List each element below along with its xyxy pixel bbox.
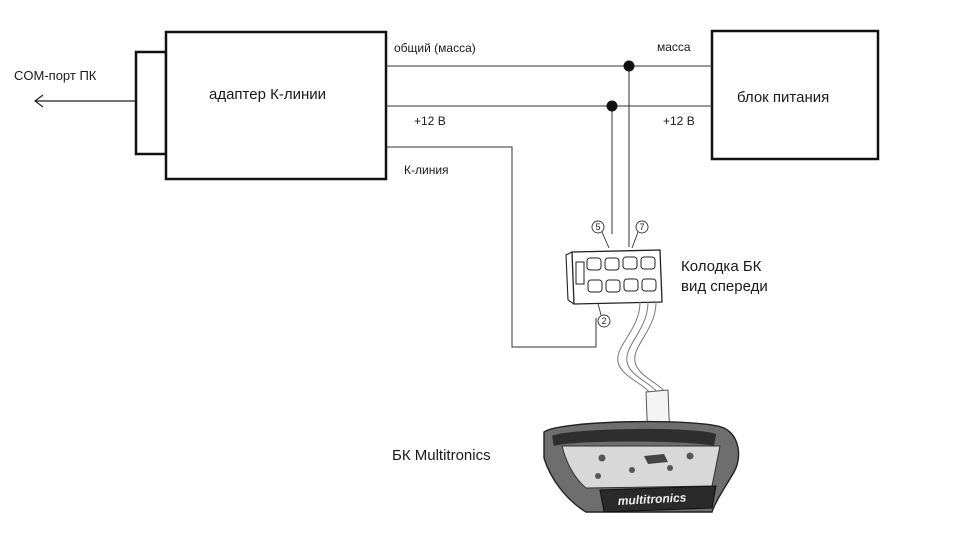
- ground-junction-dot: [623, 60, 635, 72]
- power-block: [710, 29, 880, 161]
- pin-5-marker: 5: [591, 220, 610, 249]
- device-label: БК Multitronics: [392, 447, 491, 464]
- ground-wire-label: общий (масса): [394, 41, 476, 55]
- plus12-junction-dot: [606, 100, 618, 112]
- com-port-label: COM-порт ПК: [14, 68, 97, 83]
- pin-7-marker: 7: [631, 220, 649, 249]
- connector-label-line1: Колодка БК: [681, 258, 762, 275]
- connector-block: [565, 249, 663, 305]
- svg-text:5: 5: [595, 222, 600, 232]
- multitronics-device: [543, 420, 740, 513]
- svg-text:2: 2: [601, 316, 606, 326]
- k-line-wire: [386, 146, 597, 348]
- massa-label: масса: [657, 40, 691, 54]
- plus12-right-label: +12 В: [663, 114, 695, 128]
- wires: [386, 65, 712, 348]
- power-block-label: блок питания: [737, 89, 829, 106]
- com-port-arrow: [34, 94, 138, 108]
- pin-2-marker: 2: [595, 295, 611, 328]
- device-logo-text: multitronics: [617, 490, 687, 508]
- adapter-label: адаптер К-линии: [209, 86, 326, 103]
- adapter-block: [134, 30, 388, 181]
- k-line-label: К-линия: [404, 163, 449, 177]
- plus12-left-label: +12 В: [414, 114, 446, 128]
- ribbon-cable: [617, 301, 669, 399]
- svg-text:7: 7: [639, 222, 644, 232]
- connector-label-line2: вид спереди: [681, 278, 768, 295]
